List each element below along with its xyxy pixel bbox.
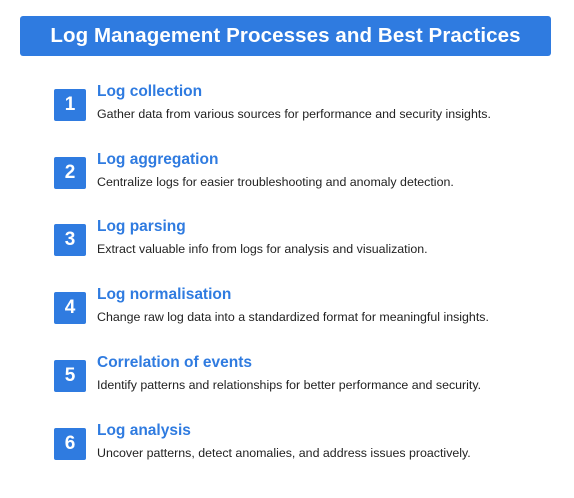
step-number-badge: 6	[54, 428, 86, 460]
step-number: 1	[64, 94, 76, 115]
step-number: 3	[64, 229, 76, 250]
step-5: 5 Correlation of events Identify pattern…	[54, 354, 554, 410]
title-banner: Log Management Processes and Best Practi…	[20, 16, 551, 56]
step-number: 4	[64, 297, 76, 318]
step-title: Log analysis	[97, 422, 191, 439]
step-number: 2	[64, 162, 76, 183]
step-number-badge: 2	[54, 157, 86, 189]
step-number-badge: 4	[54, 292, 86, 324]
step-title: Correlation of events	[97, 354, 253, 371]
step-description: Change raw log data into a standardized …	[97, 310, 489, 324]
step-number: 5	[64, 365, 76, 386]
step-title: Log normalisation	[97, 286, 232, 303]
page-title: Log Management Processes and Best Practi…	[50, 24, 521, 47]
step-description: Gather data from various sources for per…	[97, 107, 491, 121]
step-number-badge: 3	[54, 224, 86, 256]
step-1: 1 Log collection Gather data from variou…	[54, 83, 554, 139]
step-title: Log parsing	[97, 218, 186, 235]
step-title: Log collection	[97, 83, 203, 100]
step-4: 4 Log normalisation Change raw log data …	[54, 286, 554, 342]
step-2: 2 Log aggregation Centralize logs for ea…	[54, 151, 554, 207]
step-number-badge: 1	[54, 89, 86, 121]
step-6: 6 Log analysis Uncover patterns, detect …	[54, 422, 554, 478]
step-3: 3 Log parsing Extract valuable info from…	[54, 218, 554, 274]
step-description: Extract valuable info from logs for anal…	[97, 242, 428, 256]
step-number: 6	[64, 433, 76, 454]
step-description: Identify patterns and relationships for …	[97, 378, 482, 392]
step-description: Uncover patterns, detect anomalies, and …	[97, 446, 471, 460]
step-description: Centralize logs for easier troubleshooti…	[97, 175, 454, 189]
step-title: Log aggregation	[97, 151, 219, 168]
step-number-badge: 5	[54, 360, 86, 392]
